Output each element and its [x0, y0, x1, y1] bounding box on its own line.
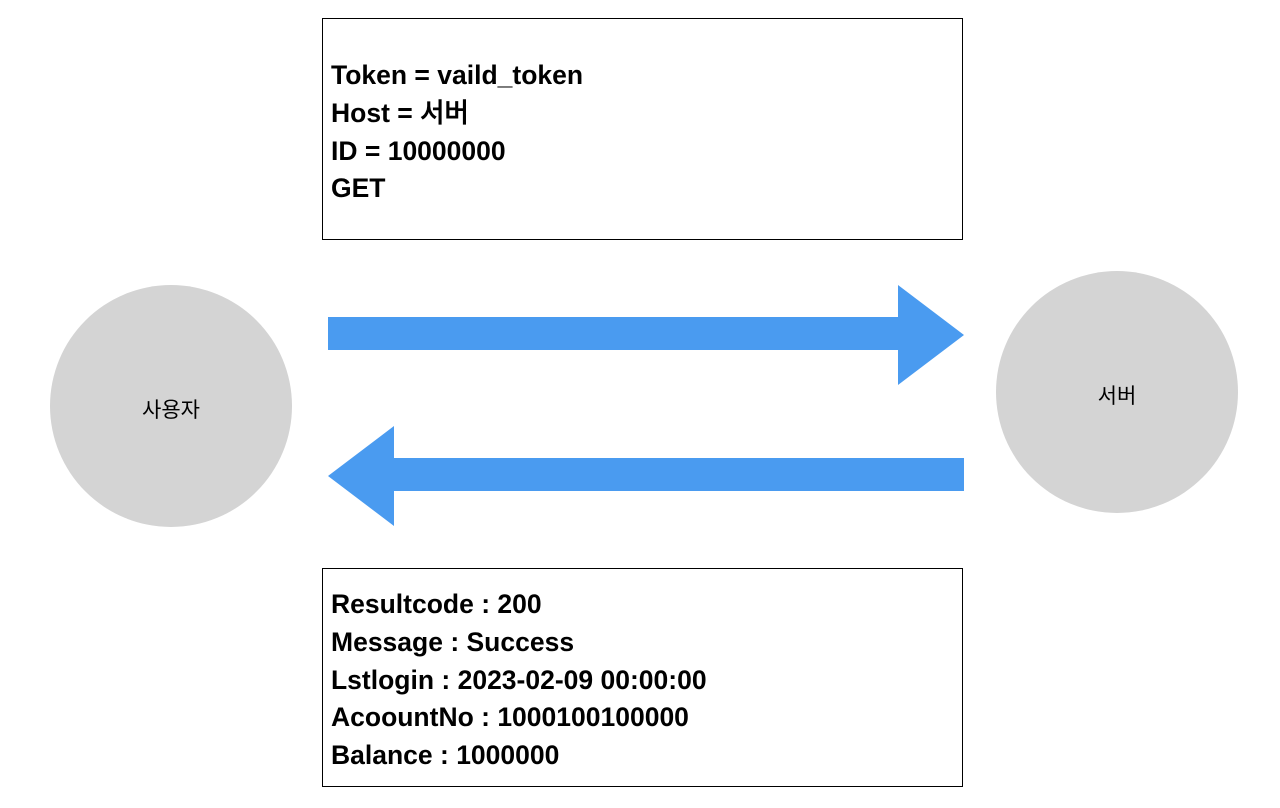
response-line-accountno: AcoountNo : 1000100100000 [331, 702, 689, 733]
response-arrow-left-icon [326, 423, 966, 529]
node-server: 서버 [996, 271, 1238, 513]
request-line-id: ID = 10000000 [331, 135, 506, 166]
node-user: 사용자 [50, 285, 292, 527]
response-line-balance: Balance : 1000000 [331, 740, 560, 771]
request-arrow-right-icon [326, 282, 966, 388]
request-line-method: GET [331, 173, 386, 204]
request-line-token: Token = vaild_token [331, 60, 584, 90]
request-line-host: Host = 서버 [331, 97, 469, 128]
request-message-box: Token = vaild_token Host = 서버 ID = 10000… [322, 18, 963, 240]
request-message-lines: Token = vaild_token Host = 서버 ID = 10000… [331, 57, 954, 208]
response-message-lines: Resultcode : 200 Message : Success Lstlo… [331, 586, 954, 775]
response-line-resultcode: Resultcode : 200 [331, 589, 542, 619]
node-user-label: 사용자 [142, 399, 200, 422]
response-message-box: Resultcode : 200 Message : Success Lstlo… [322, 568, 963, 787]
response-line-message: Message : Success [331, 626, 575, 657]
response-line-lstlogin: Lstlogin : 2023-02-09 00:00:00 [331, 664, 707, 695]
node-server-label: 서버 [1097, 385, 1137, 408]
